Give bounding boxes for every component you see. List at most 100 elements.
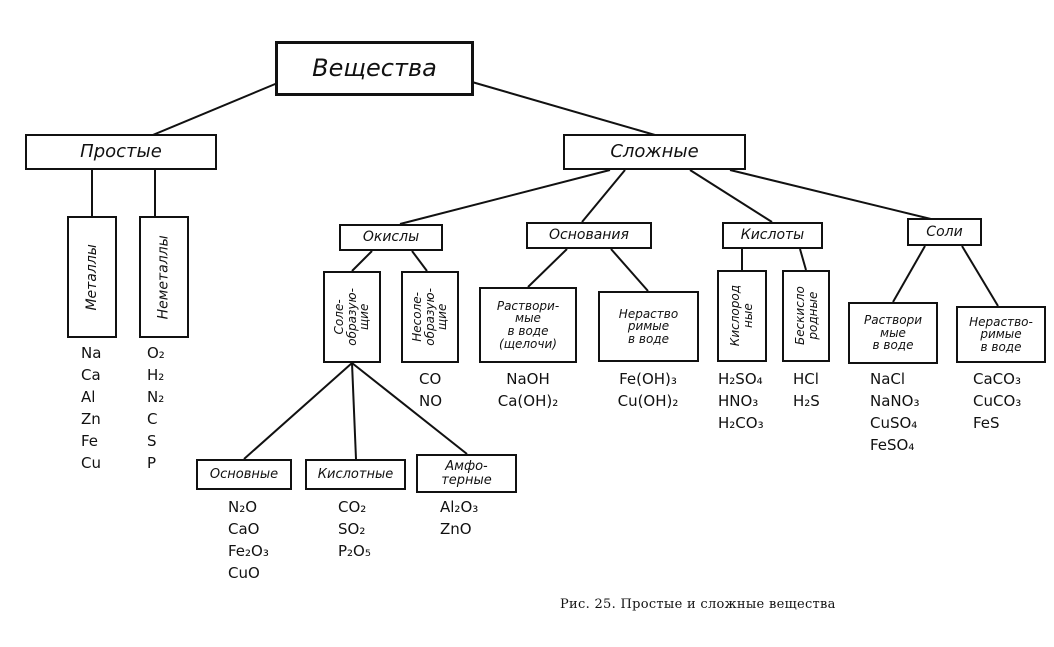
node-complex: Сложные (563, 134, 746, 170)
node-salt-forming: Соле- образую- щие (323, 271, 381, 363)
acid-formula: H₂S (793, 392, 820, 410)
line-complex-acids (689, 169, 773, 223)
node-insoluble-salts-label: Нераство- римые в воде (969, 314, 1033, 354)
basic-oxides-list: N₂O CaO Fe₂O₃ CuO (228, 496, 269, 584)
oxide-formula: Al₂O₃ (440, 498, 479, 516)
node-oxygen-acids-label: Кислород ные (728, 285, 755, 347)
base-formula: Ca(OH)₂ (497, 392, 559, 410)
node-metals: Металлы (67, 216, 117, 338)
node-oxygen-free-acids: Бескисло родные (782, 270, 830, 362)
nonmetal-formula: C (147, 410, 158, 428)
line-complex-salts (729, 169, 936, 221)
oxide-formula: N₂O (228, 498, 258, 516)
node-amphoteric-oxides-label: Амфо- терные (441, 458, 492, 488)
line-oxides-nonsaltforming (411, 250, 428, 272)
salt-formula: CaCO₃ (973, 370, 1021, 388)
oxide-formula: CO (419, 370, 442, 388)
acid-formula: HCl (793, 370, 819, 388)
amphoteric-oxides-list: Al₂O₃ ZnO (440, 496, 478, 540)
oxide-formula: CO₂ (338, 498, 367, 516)
salt-formula: FeSO₄ (870, 436, 915, 454)
oxide-formula: Fe₂O₃ (228, 542, 269, 560)
line-bases-insoluble (610, 248, 649, 292)
node-salt-forming-label: Соле- образую- щие (332, 288, 372, 346)
node-simple-label: Простые (80, 140, 162, 162)
node-insoluble-bases: Нераство римые в воде (598, 291, 699, 362)
nonmetals-list: O₂ H₂ N₂ C S P (147, 342, 165, 474)
node-non-salt-forming: Несоле- образую- щие (401, 271, 459, 363)
line-complex-bases (581, 169, 626, 223)
node-oxygen-free-acids-label: Бескисло родные (792, 286, 819, 346)
oxygen-free-acids-list: HCl H₂S (793, 368, 820, 412)
node-oxides-label: Окислы (362, 229, 420, 246)
node-acidic-oxides-label: Кислотные (317, 466, 394, 482)
line-root-complex (471, 81, 656, 136)
insoluble-salts-list: CaCO₃ CuCO₃ FeS (973, 368, 1021, 434)
line-saltforming-basic (243, 362, 353, 460)
node-complex-label: Сложные (610, 140, 699, 162)
node-basic-oxides: Основные (196, 459, 292, 490)
line-root-simple (147, 81, 281, 138)
metal-formula: Zn (81, 410, 101, 428)
metals-list: Na Ca Al Zn Fe Cu (81, 342, 101, 474)
base-formula: Cu(OH)₂ (617, 392, 679, 410)
node-simple: Простые (25, 134, 217, 170)
salt-formula: CuCO₃ (973, 392, 1022, 410)
nonmetal-formula: N₂ (147, 388, 165, 406)
line-oxides-saltforming (351, 250, 373, 272)
nonmetal-formula: S (147, 432, 157, 450)
nonmetal-formula: H₂ (147, 366, 165, 384)
line-acids-oxygenfree (799, 248, 807, 271)
node-substances-label: Вещества (312, 53, 437, 82)
oxygen-acids-list: H₂SO₄ HNO₃ H₂CO₃ (718, 368, 764, 434)
acid-formula: H₂CO₃ (718, 414, 764, 432)
node-metals-label: Металлы (83, 243, 100, 311)
node-acids-label: Кислоты (740, 227, 805, 244)
node-basic-oxides-label: Основные (209, 466, 279, 482)
node-oxygen-acids: Кислород ные (717, 270, 767, 362)
node-soluble-salts-label: Раствори мые в воде (863, 313, 922, 353)
node-soluble-salts: Раствори мые в воде (848, 302, 938, 364)
node-acids: Кислоты (722, 222, 823, 249)
node-salts-label: Соли (926, 223, 963, 240)
acid-formula: HNO₃ (718, 392, 759, 410)
salt-formula: FeS (973, 414, 1000, 432)
metal-formula: Al (81, 388, 96, 406)
base-formula: Fe(OH)₃ (619, 370, 677, 388)
oxide-formula: SO₂ (338, 520, 366, 538)
salt-formula: NaNO₃ (870, 392, 920, 410)
node-amphoteric-oxides: Амфо- терные (416, 454, 517, 493)
node-nonmetals: Неметаллы (139, 216, 189, 338)
acidic-oxides-list: CO₂ SO₂ P₂O₅ (338, 496, 371, 562)
node-soluble-bases: Раствори- мые в воде (щелочи) (479, 287, 577, 363)
line-salts-soluble (892, 245, 926, 303)
line-complex-oxides (399, 169, 611, 225)
node-non-salt-forming-label: Несоле- образую- щие (410, 288, 450, 346)
node-oxides: Окислы (339, 224, 443, 251)
salt-formula: CuSO₄ (870, 414, 918, 432)
node-nonmetals-label: Неметаллы (155, 235, 172, 319)
node-bases-label: Основания (549, 227, 629, 244)
base-formula: NaOH (506, 370, 550, 388)
oxide-formula: CaO (228, 520, 260, 538)
soluble-salts-list: NaCl NaNO₃ CuSO₄ FeSO₄ (870, 368, 919, 456)
line-bases-soluble (527, 248, 568, 288)
metal-formula: Na (81, 344, 102, 362)
node-insoluble-bases-label: Нераство римые в воде (618, 306, 679, 346)
node-substances: Вещества (275, 41, 474, 96)
salt-formula: NaCl (870, 370, 906, 388)
node-acidic-oxides: Кислотные (305, 459, 406, 490)
line-saltforming-amphoteric (351, 362, 468, 455)
metal-formula: Ca (81, 366, 101, 384)
node-insoluble-salts: Нераство- римые в воде (956, 306, 1046, 363)
metal-formula: Cu (81, 454, 101, 472)
insoluble-bases-list: Fe(OH)₃ Cu(OH)₂ (608, 368, 688, 412)
soluble-bases-list: NaOH Ca(OH)₂ (488, 368, 568, 412)
nonmetal-formula: P (147, 454, 157, 472)
line-saltforming-acidic (351, 362, 357, 460)
oxide-formula: CuO (228, 564, 260, 582)
oxide-formula: NO (419, 392, 443, 410)
node-soluble-bases-label: Раствори- мые в воде (щелочи) (496, 298, 560, 351)
node-salts: Соли (907, 218, 982, 246)
